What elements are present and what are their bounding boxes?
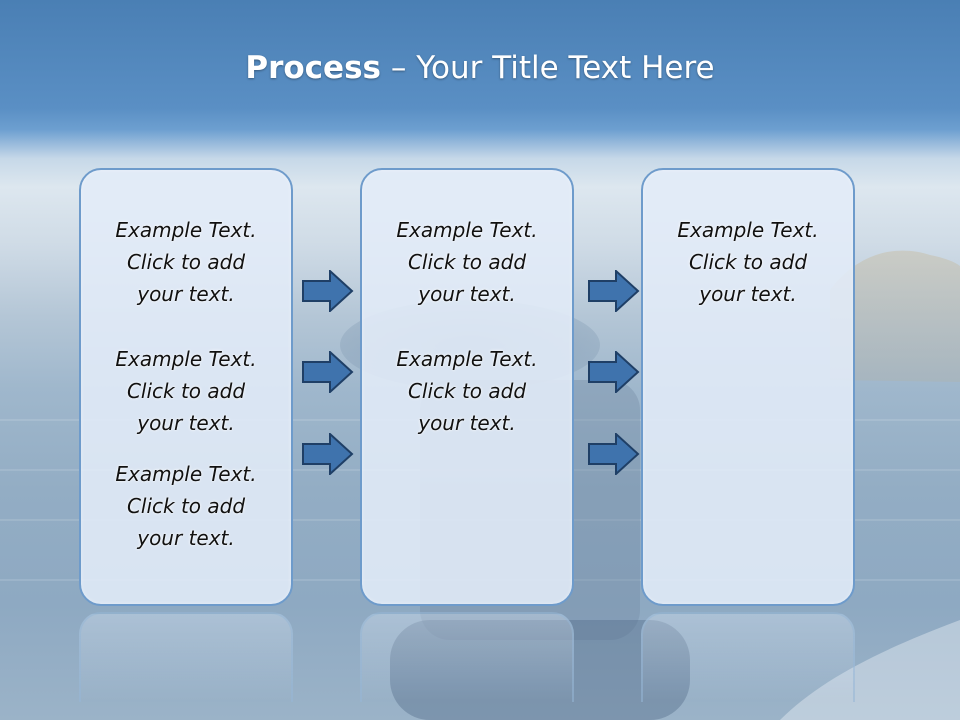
right-arrow-icon[interactable]: [588, 270, 640, 312]
text-item[interactable]: Example Text. Click to add your text.: [396, 347, 538, 435]
right-arrow-icon[interactable]: [302, 433, 354, 475]
box-reflection-2: [360, 612, 574, 702]
text-item[interactable]: Example Text. Click to add your text.: [396, 218, 538, 306]
title-rest: – Your Title Text Here: [381, 50, 715, 86]
right-arrow-icon[interactable]: [588, 351, 640, 393]
box-reflection-3: [641, 612, 855, 702]
right-arrow-icon[interactable]: [588, 433, 640, 475]
right-arrow-icon[interactable]: [302, 351, 354, 393]
title-bold: Process: [245, 50, 381, 86]
text-item[interactable]: Example Text. Click to add your text.: [115, 218, 257, 306]
process-box-1[interactable]: Example Text. Click to add your text. Ex…: [79, 168, 293, 606]
text-item[interactable]: Example Text. Click to add your text.: [115, 347, 257, 435]
process-box-3[interactable]: Example Text. Click to add your text.: [641, 168, 855, 606]
process-box-2[interactable]: Example Text. Click to add your text. Ex…: [360, 168, 574, 606]
box-reflection-1: [79, 612, 293, 702]
right-arrow-icon[interactable]: [302, 270, 354, 312]
text-item[interactable]: Example Text. Click to add your text.: [115, 462, 257, 550]
slide-title[interactable]: Process – Your Title Text Here: [0, 50, 960, 86]
text-item[interactable]: Example Text. Click to add your text.: [677, 218, 819, 306]
